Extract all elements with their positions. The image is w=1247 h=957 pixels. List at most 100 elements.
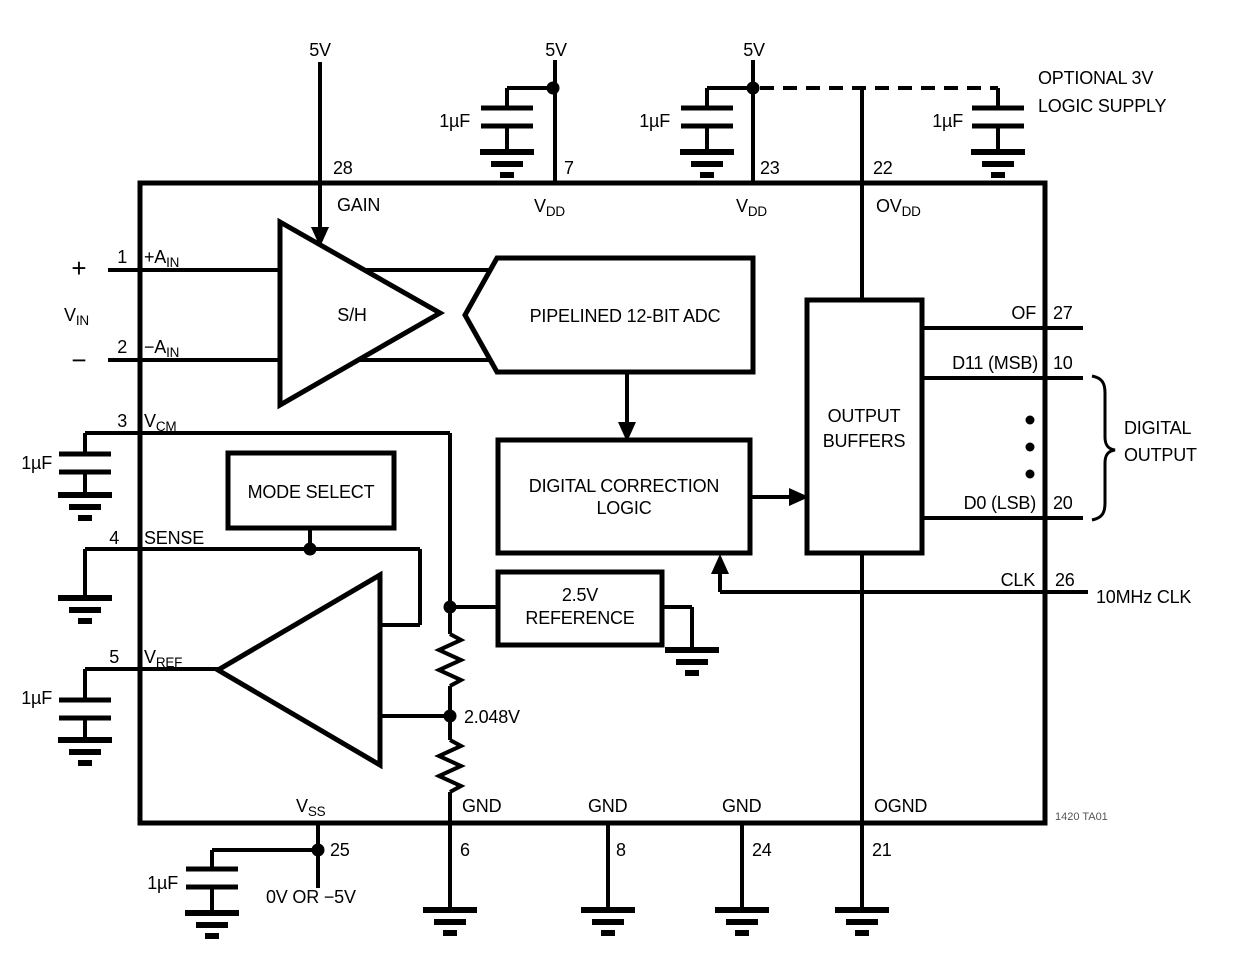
adc-label: PIPELINED 12-BIT ADC xyxy=(530,306,721,326)
cap-optional-value: 1µF xyxy=(932,111,963,131)
resistor-upper xyxy=(434,632,466,688)
mode-select-block xyxy=(225,450,397,531)
pin-28-number: 28 xyxy=(333,158,353,178)
capacitor-vcm xyxy=(59,433,111,495)
ground-icon xyxy=(581,910,635,933)
pin-8-name: GND xyxy=(588,796,628,816)
chip-outline xyxy=(137,180,1048,826)
supply-5v-gain: 5V xyxy=(309,40,331,60)
buffers-label-1: OUTPUT xyxy=(828,406,901,426)
pin-23-number: 23 xyxy=(760,158,780,178)
capacitor-icon xyxy=(59,700,111,718)
input-vin-label: VIN xyxy=(64,305,89,328)
figure-id-label: 1420 TA01 xyxy=(1055,811,1108,823)
junction-dots xyxy=(303,81,760,857)
pin-20-name: D0 (LSB) xyxy=(964,493,1036,513)
cap-vcm-value: 1µF xyxy=(21,453,52,473)
pin-7-name: VDD xyxy=(534,196,565,219)
input-minus-sign: − xyxy=(71,345,86,375)
pin-2-number: 2 xyxy=(117,337,127,357)
pin-23-name: VDD xyxy=(736,196,767,219)
ground-icon xyxy=(971,152,1025,175)
arrow-gain-down xyxy=(311,227,329,247)
pin-4-number: 4 xyxy=(109,528,119,548)
pin-28-name: GAIN xyxy=(337,195,380,215)
reference-label-2: REFERENCE xyxy=(525,608,634,628)
reference-amp xyxy=(213,570,383,770)
ground-icon xyxy=(715,910,769,933)
capacitor-vref xyxy=(59,669,111,740)
sample-hold-block xyxy=(277,217,446,410)
capacitor-vdd23 xyxy=(681,88,733,152)
cap-vref-value: 1µF xyxy=(21,688,52,708)
pin-4-name: SENSE xyxy=(144,528,204,548)
junction xyxy=(746,81,760,95)
arrowheads xyxy=(311,227,809,574)
reference-block xyxy=(495,569,665,648)
pin-7-number: 7 xyxy=(564,158,574,178)
pin-1-number: 1 xyxy=(117,247,127,267)
pin-5-name: VREF xyxy=(144,647,182,670)
pin-10-name: D11 (MSB) xyxy=(952,353,1038,373)
ground-icon xyxy=(58,740,112,763)
bus-ellipsis xyxy=(1025,415,1035,479)
pin-25-name: VSS xyxy=(296,796,326,819)
pin-3-name: VCM xyxy=(144,411,176,434)
junction xyxy=(443,600,457,614)
ground-icon xyxy=(58,495,112,518)
labels: 5V 5V 5V 28 GAIN 7 VDD 23 VDD 22 OVDD 1µ… xyxy=(21,40,1197,907)
capacitor-vss xyxy=(186,850,238,913)
ground-icon xyxy=(423,910,477,933)
cap-vdd23-value: 1µF xyxy=(639,111,670,131)
correction-label-1: DIGITAL CORRECTION xyxy=(529,476,719,496)
pin-26-name: CLK xyxy=(1001,570,1036,590)
capacitor-icon xyxy=(59,454,111,472)
junction xyxy=(443,709,457,723)
capacitor-icon xyxy=(681,108,733,126)
pin-3-number: 3 xyxy=(117,411,127,431)
arrow-adc-to-correction xyxy=(618,422,636,442)
pin-22-name: OVDD xyxy=(876,196,921,219)
capacitor-icon xyxy=(972,108,1024,126)
ground-icon xyxy=(835,910,889,933)
pin-26-number: 26 xyxy=(1055,570,1075,590)
ground-icon xyxy=(680,152,734,175)
ellipsis-dot xyxy=(1025,442,1035,452)
pin-24-name: GND xyxy=(722,796,762,816)
reference-label-1: 2.5V xyxy=(562,585,598,605)
ground-icon xyxy=(185,913,239,936)
adc-block xyxy=(462,255,756,375)
digital-output-brace xyxy=(1091,374,1116,522)
pin-5-number: 5 xyxy=(109,647,119,667)
pin-24-number: 24 xyxy=(752,840,772,860)
ground-icon xyxy=(665,650,719,673)
digital-output-label-1: DIGITAL xyxy=(1124,418,1191,438)
capacitor-icon xyxy=(186,869,238,887)
ground-icon xyxy=(480,152,534,175)
arrow-clk-to-correction xyxy=(711,554,729,574)
input-plus-sign: + xyxy=(71,253,86,283)
pin-1-name: +AIN xyxy=(144,247,179,270)
pin-22-number: 22 xyxy=(873,158,893,178)
cap-vdd7-value: 1µF xyxy=(439,111,470,131)
pin-27-number: 27 xyxy=(1053,303,1073,323)
junction xyxy=(311,843,325,857)
arrow-correction-to-buffers xyxy=(789,488,809,506)
optional-supply-label-1: OPTIONAL 3V xyxy=(1038,68,1153,88)
capacitor-icon xyxy=(481,108,533,126)
pin-10-number: 10 xyxy=(1053,353,1073,373)
pin-21-name: OGND xyxy=(874,796,927,816)
tap-voltage-label: 2.048V xyxy=(464,707,520,727)
clock-source-label: 10MHz CLK xyxy=(1096,587,1191,607)
ellipsis-dot xyxy=(1025,415,1035,425)
junction xyxy=(303,542,317,556)
pin-27-name: OF xyxy=(1011,303,1036,323)
wires xyxy=(83,60,1088,910)
output-buffers-block xyxy=(804,297,925,556)
ellipsis-dot xyxy=(1025,469,1035,479)
pin-8-number: 8 xyxy=(616,840,626,860)
capacitor-vdd7 xyxy=(481,88,533,152)
pin-2-name: −AIN xyxy=(144,337,179,360)
pin-25-number: 25 xyxy=(330,840,350,860)
pin-21-number: 21 xyxy=(872,840,892,860)
